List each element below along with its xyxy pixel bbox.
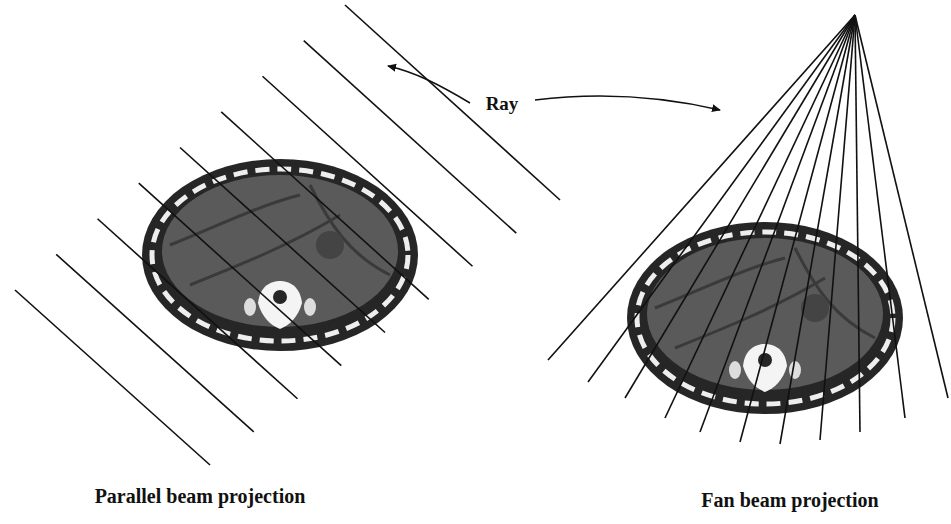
ray-line [15,290,210,465]
ray-line [855,15,905,418]
ct-slice [627,222,903,414]
ray-line [304,41,517,234]
ray-line [221,112,429,300]
ray-line [180,148,385,333]
ray-line [780,15,855,444]
ray-label: Ray [484,93,521,115]
ray-line [98,219,298,399]
ray-line [588,15,855,382]
ray-line [139,183,342,366]
ray-line [263,76,473,266]
ray-line [855,15,948,398]
ray-line [625,15,855,398]
fan-rays [548,15,948,444]
ray-line [700,15,855,432]
ray-line [56,254,254,432]
ray-line [820,15,855,440]
leader-arrow [535,96,720,110]
caption-label: Fan beam projection [699,489,880,512]
ray-line [740,15,855,442]
caption-label: Parallel beam projection [93,485,308,508]
ray-line [855,15,860,432]
ray-line [345,5,560,200]
ct-slice [142,159,418,351]
leader-arrow [388,66,470,103]
parallel-rays [15,5,560,465]
